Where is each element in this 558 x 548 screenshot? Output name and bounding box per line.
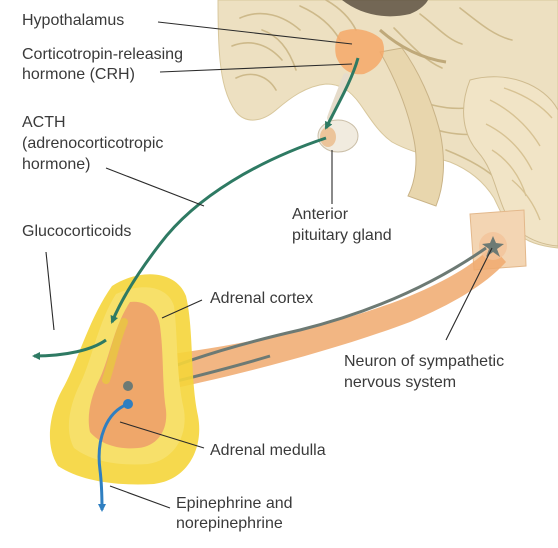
label-anterior-pituitary-line1: Anterior xyxy=(292,206,349,223)
label-anterior-pituitary-line2: pituitary gland xyxy=(292,227,392,244)
label-crh-line2: hormone (CRH) xyxy=(22,66,135,83)
label-epinephrine-line2: norepinephrine xyxy=(176,515,283,532)
label-acth-line2: (adrenocorticotropic xyxy=(22,135,164,152)
brain-illustration xyxy=(217,0,558,271)
acth-arrow xyxy=(110,136,327,324)
label-adrenal-medulla: Adrenal medulla xyxy=(210,442,326,459)
neuron-terminal xyxy=(123,381,133,391)
epinephrine-arrow xyxy=(97,402,129,512)
adrenal-gland xyxy=(49,274,200,485)
crh-arrow xyxy=(324,57,360,130)
label-hypothalamus: Hypothalamus xyxy=(22,12,125,29)
label-acth-line3: hormone) xyxy=(22,156,91,173)
label-sympathetic-neuron-line2: nervous system xyxy=(344,374,457,391)
label-crh-line1: Corticotropin-releasing xyxy=(22,46,183,63)
leader-lines xyxy=(45,21,493,509)
label-glucocorticoids: Glucocorticoids xyxy=(22,223,132,240)
label-epinephrine-line1: Epinephrine and xyxy=(176,495,293,512)
label-acth-line1: ACTH xyxy=(22,114,66,131)
label-adrenal-cortex: Adrenal cortex xyxy=(210,290,314,307)
glucocorticoids-arrow xyxy=(32,338,107,360)
label-sympathetic-neuron-line1: Neuron of sympathetic xyxy=(344,353,505,370)
